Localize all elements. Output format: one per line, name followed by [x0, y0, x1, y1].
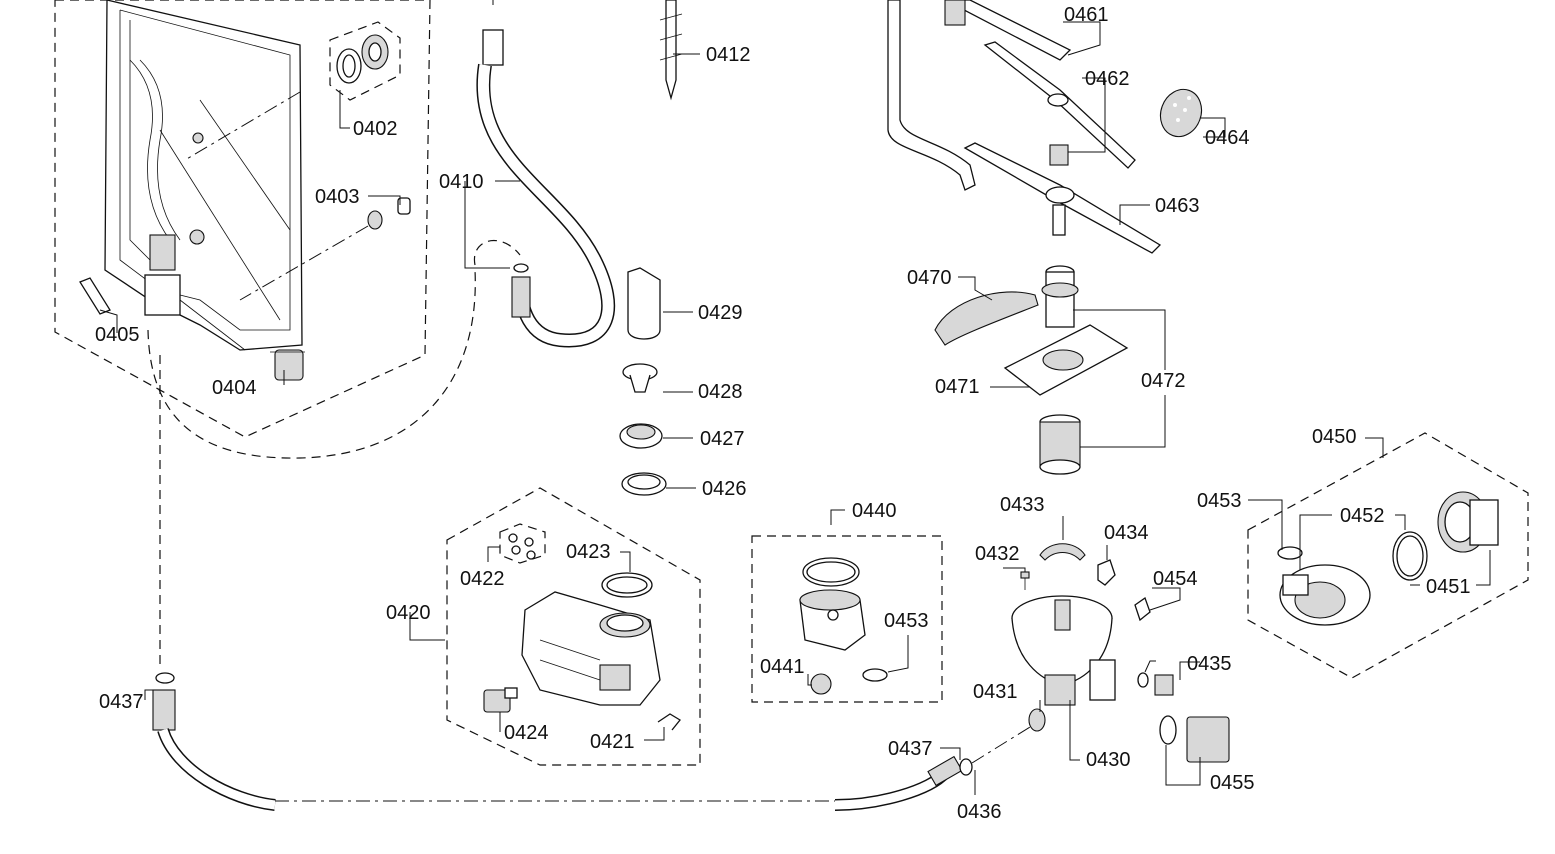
label-0453-a: 0453 — [884, 610, 929, 632]
label-0451: 0451 — [1426, 576, 1471, 598]
part-0470-filter-cover — [934, 291, 1039, 346]
part-0423-gasket — [601, 572, 653, 598]
circulation-pump-group-outline — [1247, 432, 1529, 679]
label-0420: 0420 — [386, 602, 431, 624]
label-0430: 0430 — [1086, 749, 1131, 771]
label-0471: 0471 — [935, 376, 980, 398]
part-0427-lid — [619, 423, 663, 449]
label-0436: 0436 — [957, 801, 1002, 823]
label-0429: 0429 — [698, 302, 743, 324]
part-0424-sensor — [483, 687, 518, 713]
part-0464-filter-disc — [1159, 88, 1203, 138]
label-0426: 0426 — [702, 478, 747, 500]
label-0403: 0403 — [315, 186, 360, 208]
label-0422: 0422 — [460, 568, 505, 590]
label-0463: 0463 — [1155, 195, 1200, 217]
part-0403-fitting — [367, 197, 411, 230]
label-0440: 0440 — [852, 500, 897, 522]
part-0405-clip — [79, 277, 111, 315]
part-0462-upper-spray-arm — [983, 41, 1136, 169]
label-0441: 0441 — [760, 656, 805, 678]
part-0450-pump-body — [1279, 564, 1371, 626]
part-0433-seal — [1039, 543, 1086, 561]
label-0412: 0412 — [706, 44, 751, 66]
part-0428-cap — [622, 363, 658, 393]
part-0404-sensor — [270, 349, 305, 381]
label-0450: 0450 — [1312, 426, 1357, 448]
label-0461: 0461 — [1064, 4, 1109, 26]
part-0402-seal — [329, 21, 401, 101]
part-0420-heater-housing — [521, 591, 661, 706]
label-0424: 0424 — [504, 722, 549, 744]
sump-heater-group-outline — [446, 487, 701, 766]
part-0422-seal-set — [499, 523, 546, 564]
label-0402: 0402 — [353, 118, 398, 140]
part-0435-sensor — [1137, 672, 1174, 696]
label-0434: 0434 — [1104, 522, 1149, 544]
part-0472-filter-cylinder — [1041, 265, 1079, 328]
pump-group-0440-outline — [751, 535, 943, 703]
label-0433: 0433 — [1000, 494, 1045, 516]
part-0437-drain-hose — [147, 269, 1031, 811]
part-0434-clip — [1097, 559, 1116, 586]
part-0421-clip — [657, 713, 681, 731]
label-0455: 0455 — [1210, 772, 1255, 794]
part-0440-pump — [799, 557, 866, 651]
part-0471-flat-filter — [1003, 324, 1129, 396]
part-labels: 0402 0403 0404 0405 0410 0412 0429 0428 … — [95, 4, 1471, 823]
label-0462: 0462 — [1085, 68, 1130, 90]
part-0431-valve — [1028, 708, 1046, 732]
label-0435: 0435 — [1187, 653, 1232, 675]
label-0427: 0427 — [700, 428, 745, 450]
label-0454: 0454 — [1153, 568, 1198, 590]
part-0410-hose — [473, 29, 616, 348]
label-0464: 0464 — [1205, 127, 1250, 149]
tub-panel — [104, 0, 369, 351]
part-0455-drain-pump — [1159, 715, 1230, 763]
part-0452-seal-ring — [1392, 531, 1428, 581]
part-0412-spray-pin — [659, 0, 683, 101]
label-0421: 0421 — [590, 731, 635, 753]
label-0470: 0470 — [907, 267, 952, 289]
tub-group-outline — [54, 0, 431, 438]
label-0404: 0404 — [212, 377, 257, 399]
part-0453-clamp-b — [1277, 546, 1303, 560]
part-0426-ring — [621, 472, 667, 496]
part-0432-screw — [1020, 571, 1030, 590]
label-0410: 0410 — [439, 171, 484, 193]
label-0405: 0405 — [95, 324, 140, 346]
part-0463-lower-spray-arm — [963, 142, 1162, 254]
label-0428: 0428 — [698, 381, 743, 403]
label-0453-b: 0453 — [1197, 490, 1242, 512]
part-0461-supply-pipe — [887, 0, 1072, 191]
label-0431: 0431 — [973, 681, 1018, 703]
leader-lines — [99, 0, 1491, 795]
part-0441-cap — [810, 673, 832, 695]
part-0451-motor — [1437, 491, 1499, 553]
part-0429-funnel — [627, 267, 661, 340]
part-0472-micro-filter — [1039, 414, 1081, 475]
part-0430-sump — [1011, 595, 1116, 706]
label-0432: 0432 — [975, 543, 1020, 565]
label-0452: 0452 — [1340, 505, 1385, 527]
label-0423: 0423 — [566, 541, 611, 563]
label-0437-b: 0437 — [888, 738, 933, 760]
part-0454-bracket — [1134, 596, 1151, 622]
label-0472: 0472 — [1141, 370, 1186, 392]
part-0453-clamp-a — [862, 668, 888, 682]
label-0437-a: 0437 — [99, 691, 144, 713]
